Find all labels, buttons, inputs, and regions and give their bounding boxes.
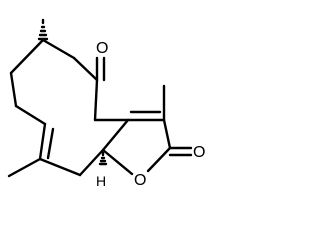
bond-c2-o1 (146, 146, 172, 173)
bond-c8-c7 (38, 122, 47, 161)
bond-c9-c8 (14, 104, 47, 126)
bond-c8-c7-double (46, 127, 55, 160)
bond-c3-c4 (93, 78, 99, 122)
stereo-hydrogen-label: H (96, 173, 106, 189)
dashed-methyl-wedge (37, 18, 49, 41)
bond-c7-c6 (38, 157, 82, 177)
bond-o1-c5 (101, 148, 134, 176)
bond-c3a-c2 (162, 118, 172, 150)
bond-c7-methyl (7, 157, 42, 178)
bond-c2-c3 (72, 56, 99, 82)
lactone-carbonyl-oxygen-label: O (193, 144, 205, 161)
molecule-structure: O O O H (7, 18, 205, 189)
bond-c1-c10 (9, 38, 45, 75)
bond-c1-c2 (41, 38, 76, 60)
bond-c6-c5 (78, 148, 105, 177)
bond-c4a-c5 (101, 118, 130, 152)
bond-c10-c9 (9, 71, 18, 108)
ketone-oxygen-label: O (96, 40, 108, 57)
ring-oxygen-label: O (134, 172, 146, 189)
stereo-hydrogen-hash (98, 151, 108, 166)
